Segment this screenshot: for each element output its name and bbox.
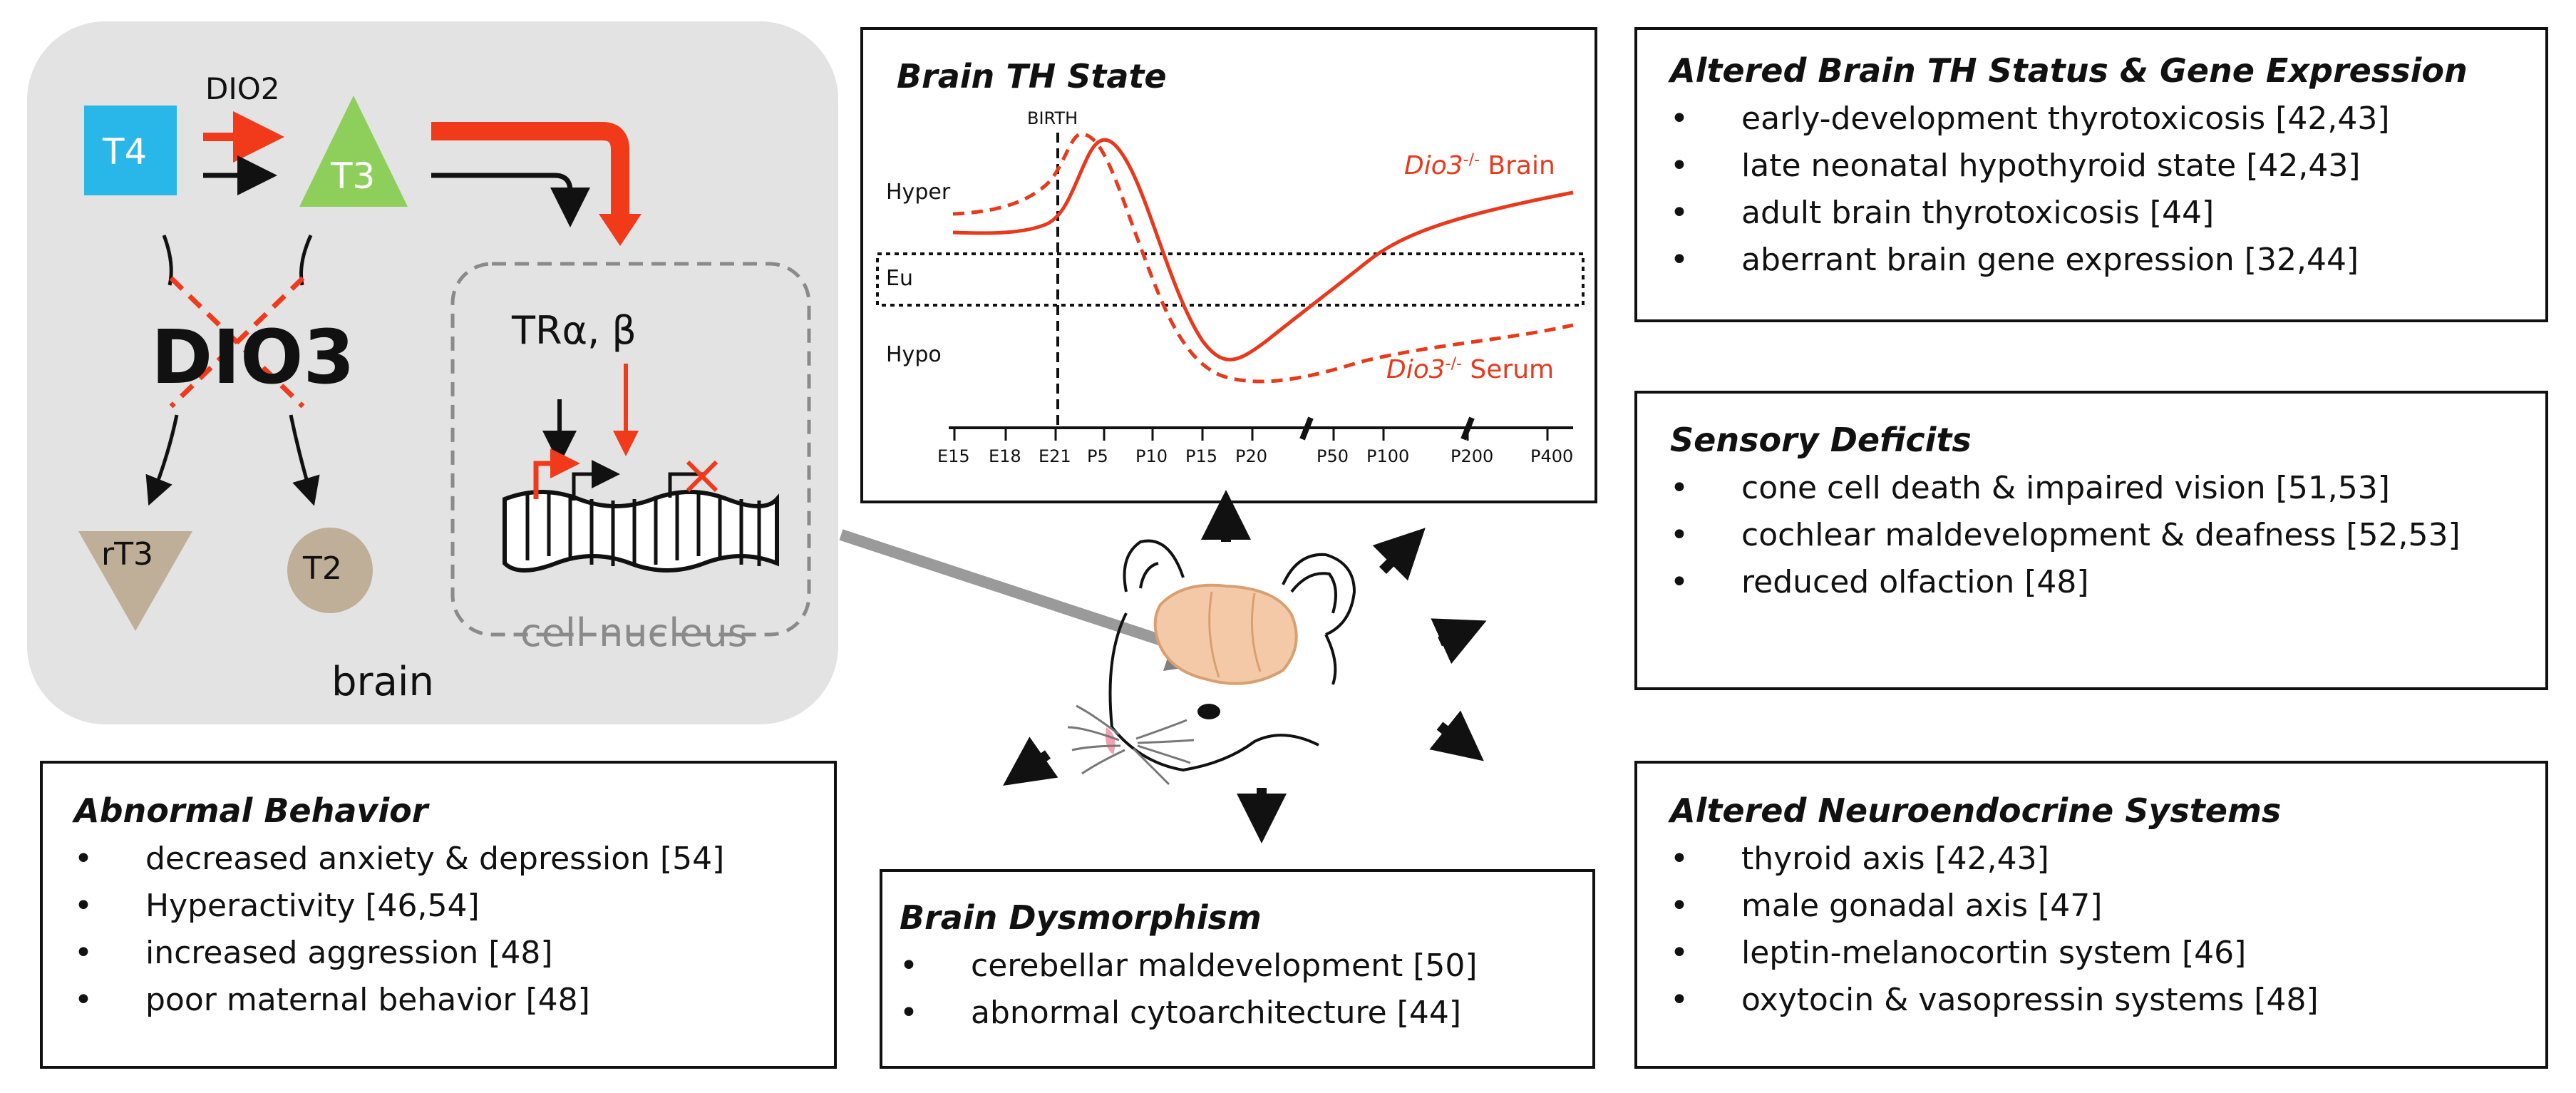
brain-label: brain [331, 659, 434, 705]
x-tick-label: E21 [1039, 446, 1071, 466]
dysmorphism-title: Brain Dysmorphism [900, 898, 1262, 937]
list-item: •leptin-melanocortin system [46] [1670, 935, 2247, 971]
dio2-label: DIO2 [205, 71, 280, 106]
x-tick-label: P400 [1530, 446, 1574, 466]
sensory-list: •cone cell death & impaired vision [51,5… [1670, 465, 2511, 606]
list-item: •cerebellar maldevelopment [50] [900, 948, 1478, 984]
neuroendocrine-box [1634, 761, 2548, 1069]
x-tick-label: P20 [1235, 446, 1268, 466]
mouse-nose [1106, 727, 1116, 754]
altered-th-box [1634, 27, 2548, 322]
t3-triangle [299, 96, 408, 207]
list-item: •increased aggression [48] [74, 935, 553, 971]
behavior-box [40, 761, 837, 1069]
arrow-right [1431, 618, 1487, 664]
th-state-title: Brain TH State [897, 57, 1167, 96]
list-item: •aberrant brain gene expression [32,44] [1670, 242, 2359, 278]
eu-band [876, 252, 1585, 307]
list-item: •cone cell death & impaired vision [51,5… [1670, 470, 2390, 506]
behavior-title: Abnormal Behavior [74, 791, 428, 830]
nucleus-label: cell nucleus [520, 610, 748, 655]
brain-pathway-diagram [78, 96, 811, 637]
x-tick-label: E18 [989, 446, 1021, 466]
x-tick-label: E15 [937, 446, 970, 466]
altered-th-title: Altered Brain TH Status & Gene Expressio… [1670, 51, 2468, 90]
sensory-title: Sensory Deficits [1670, 421, 1972, 459]
t3-label: T3 [331, 155, 376, 197]
list-item: •early-development thyrotoxicosis [42,43… [1670, 101, 2390, 137]
th-state-box [860, 27, 1597, 503]
dysmorphism-box [880, 869, 1595, 1069]
list-item: •Hyperactivity [46,54] [74, 888, 480, 924]
axis-break-2 [1460, 416, 1475, 441]
brain-curve [952, 138, 1574, 361]
x-tick-label: P5 [1087, 446, 1108, 466]
arrow-up-right [1372, 528, 1426, 581]
dna-strand [503, 448, 779, 573]
brain-curve-label: Dio3-/- Brain [1404, 151, 1555, 180]
mouse-head [1108, 539, 1356, 772]
rt3-triangle [78, 531, 192, 631]
list-item: •oxytocin & vasopressin systems [48] [1670, 982, 2319, 1018]
tick-marks [953, 428, 1549, 441]
t3-black-path [431, 173, 590, 227]
to-t2-arrow [289, 414, 320, 506]
neuroendocrine-title: Altered Neuroendocrine Systems [1670, 791, 2282, 830]
list-item: •late neonatal hypothyroid state [42,43] [1670, 148, 2361, 184]
whiskers [1067, 704, 1195, 786]
tr-label: TRα, β [512, 308, 637, 353]
list-item: •poor maternal behavior [48] [74, 982, 590, 1018]
arrow-down-left [1003, 737, 1058, 786]
t3-link [299, 234, 313, 286]
x-tick-label: P50 [1317, 446, 1349, 466]
serum-curve-label: Dio3-/- Serum [1386, 355, 1555, 384]
level-hypo: Hypo [886, 342, 942, 367]
t4-square [84, 106, 177, 195]
list-item: •adult brain thyrotoxicosis [44] [1670, 195, 2215, 231]
level-eu: Eu [886, 266, 913, 291]
axis-break-1 [1299, 416, 1314, 441]
x-tick-label: P100 [1366, 446, 1410, 466]
t2-label: T2 [303, 550, 342, 587]
pointer-arrow [839, 529, 1227, 671]
level-hyper: Hyper [886, 180, 951, 205]
t4-label: T4 [103, 131, 148, 173]
arrow-down-right [1429, 710, 1484, 761]
x-tick-label: P15 [1185, 446, 1218, 466]
to-rt3-arrow [145, 414, 179, 506]
list-item: •decreased anxiety & depression [54] [74, 841, 725, 877]
serum-curve [952, 132, 1574, 384]
x-tick-label: P10 [1135, 446, 1168, 466]
t3-red-path [431, 122, 629, 214]
mouse-and-arrows [839, 490, 1487, 843]
behavior-list: •decreased anxiety & depression [54] •Hy… [74, 836, 724, 1024]
rt3-label: rT3 [101, 536, 153, 573]
t4-link [162, 235, 173, 286]
sensory-box [1634, 391, 2548, 690]
dio3-label: DIO3 [151, 314, 355, 401]
x-tick-label: P200 [1451, 446, 1494, 466]
list-item: •abnormal cytoarchitecture [44] [900, 995, 1461, 1031]
dysmorphism-list: •cerebellar maldevelopment [50] •abnorma… [900, 943, 1478, 1037]
dio3-cross-b [169, 276, 305, 409]
th-state-chart [876, 132, 1585, 441]
birth-label: BIRTH [1027, 108, 1078, 128]
list-item: •male gonadal axis [47] [1670, 888, 2103, 924]
mouse-eye [1197, 704, 1220, 719]
list-item: •thyroid axis [42,43] [1670, 841, 2049, 877]
t2-circle [287, 528, 373, 613]
list-item: •reduced olfaction [48] [1670, 564, 2089, 600]
cell-nucleus-box [450, 262, 811, 637]
list-item: •cochlear maldevelopment & deafness [52,… [1670, 517, 2461, 553]
neuroendocrine-list: •thyroid axis [42,43] •male gonadal axis… [1670, 836, 2319, 1024]
t3-red-arrowhead [599, 214, 642, 246]
mouse-brain [1153, 583, 1298, 685]
altered-th-list: •early-development thyrotoxicosis [42,43… [1670, 96, 2390, 284]
